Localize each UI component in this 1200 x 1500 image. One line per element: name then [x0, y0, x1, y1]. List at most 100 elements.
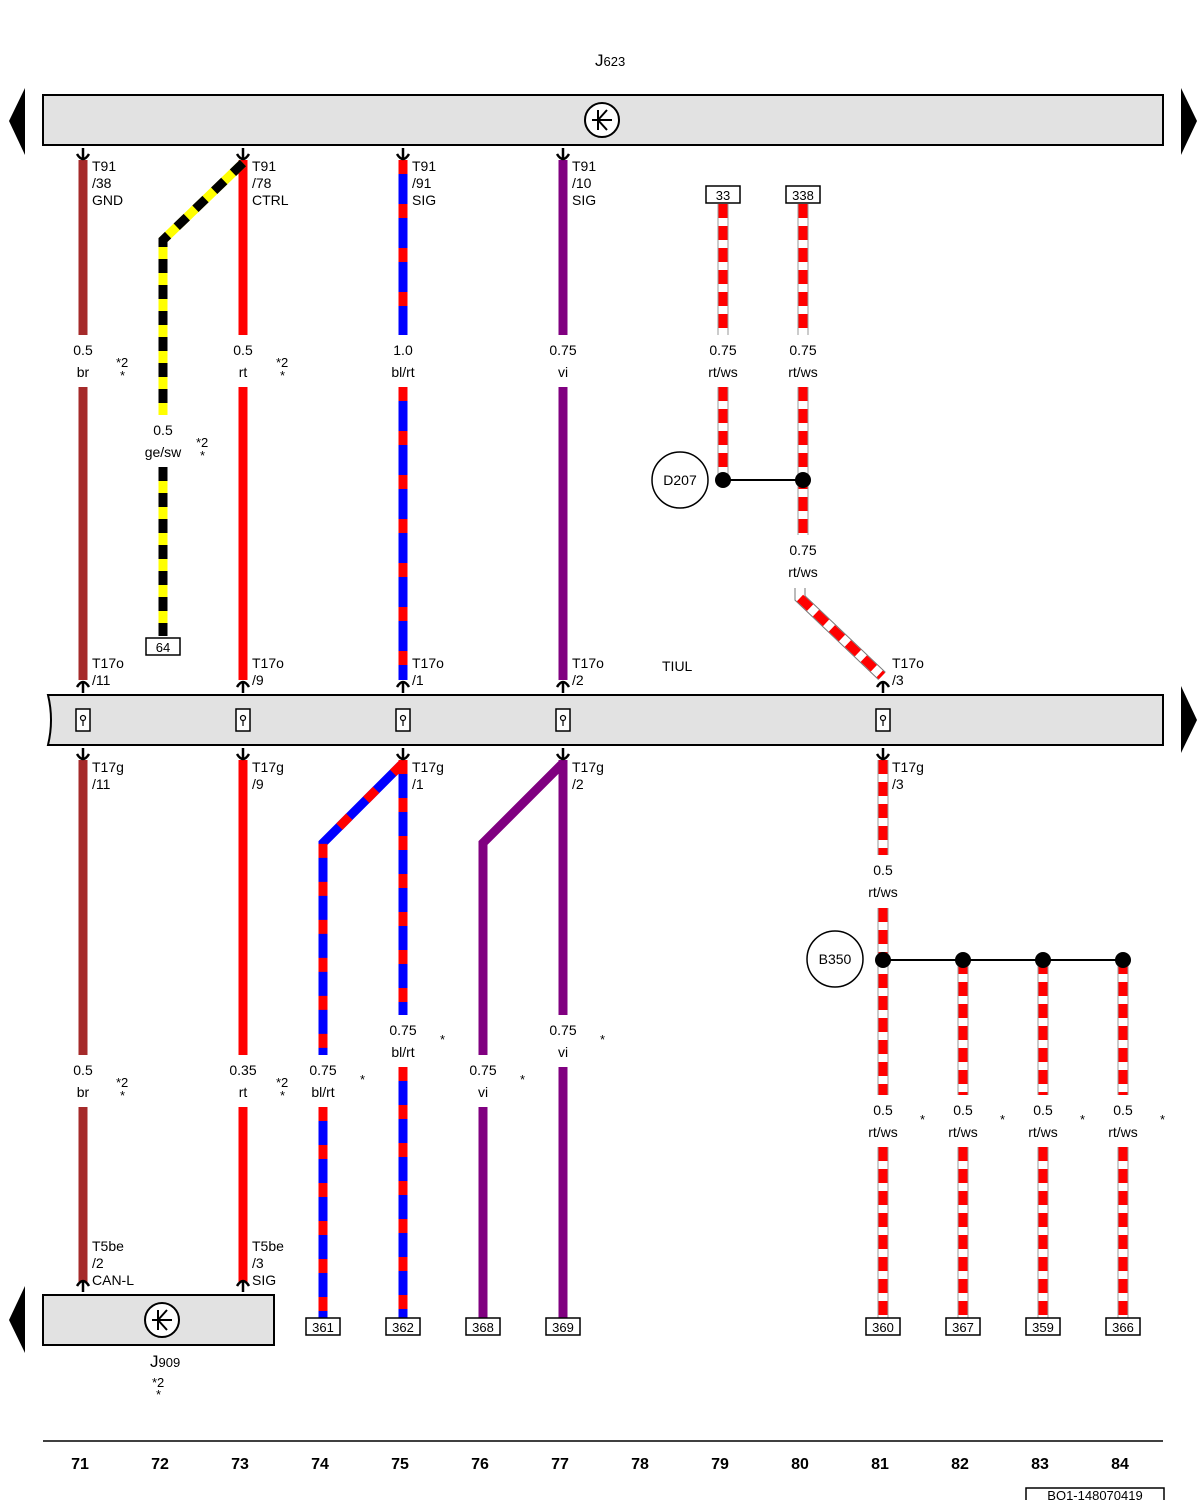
wire-note-star: *	[200, 448, 205, 463]
wire-color: rt/ws	[868, 884, 898, 900]
pin-t17g-1-l2: /1	[412, 776, 424, 792]
wire-color: rt/ws	[788, 564, 818, 580]
ref-box[interactable]: 33	[705, 185, 741, 204]
wire-color: bl/rt	[391, 364, 414, 380]
pin-t5be-2-l1: T5be	[92, 1238, 124, 1254]
tiul-label: TIUL	[662, 658, 693, 674]
ref-box[interactable]: 359	[1025, 1317, 1061, 1336]
wire-note: *2	[196, 435, 208, 450]
wire-color: rt/ws	[1028, 1124, 1058, 1140]
wire-note-star: *	[520, 1072, 525, 1087]
wire-size: 0.5	[1033, 1102, 1053, 1118]
pin-t91-38-l1: T91	[92, 158, 116, 174]
ref-box[interactable]: 361	[305, 1317, 341, 1336]
component-j909[interactable]: J909 *2 *	[9, 1286, 275, 1402]
tiul-connector-icons	[75, 708, 891, 732]
pin-t91-78-l1: T91	[252, 158, 276, 174]
pin-t17g-3-l1: T17g	[892, 759, 924, 775]
pin-t17o-3-l1: T17o	[892, 655, 924, 671]
wire-note-star: *	[1080, 1112, 1085, 1127]
junction-dot	[875, 952, 891, 968]
wire-size: 0.5	[953, 1102, 973, 1118]
pin-t5be-3-l1: T5be	[252, 1238, 284, 1254]
drawing-id: BQ1-148070419	[1047, 1488, 1142, 1500]
wire-note: *2	[116, 1075, 128, 1090]
component-j623[interactable]: J623	[9, 51, 1197, 155]
wire-size: 1.0	[393, 342, 413, 358]
wire-note-star: *	[440, 1032, 445, 1047]
ref-box[interactable]: 368	[465, 1317, 501, 1336]
component-tiul[interactable]: TIUL	[46, 658, 1197, 753]
wire-note: *2	[276, 1075, 288, 1090]
pin-t91-78-l2: /78	[252, 175, 272, 191]
pin-t5be-2-l3: CAN-L	[92, 1272, 134, 1288]
pin-t17o-2-l2: /2	[572, 672, 584, 688]
ref-box[interactable]: 360	[865, 1317, 901, 1336]
column-number: 83	[1031, 1456, 1049, 1473]
column-number: 79	[711, 1456, 729, 1473]
wire-note-star: *	[600, 1032, 605, 1047]
wire-note-star: *	[920, 1112, 925, 1127]
ref-box[interactable]: 366	[1105, 1317, 1141, 1336]
reference-boxes: 33 338 64 361 362 368 369 360 367 359 36…	[145, 185, 1141, 1336]
column-number: 72	[151, 1456, 169, 1473]
j909-note-star: *	[156, 1387, 161, 1402]
wire-note: *2	[116, 355, 128, 370]
ref-box[interactable]: 338	[785, 185, 821, 204]
pin-t17g-2-l1: T17g	[572, 759, 604, 775]
ref-box-label: 338	[792, 188, 814, 203]
wire-color: rt/ws	[948, 1124, 978, 1140]
junction-dot	[1115, 952, 1131, 968]
ground-symbol-icon	[144, 1302, 180, 1338]
wire-size: 0.35	[229, 1062, 256, 1078]
junction-dot	[955, 952, 971, 968]
ref-box[interactable]: 64	[145, 637, 181, 656]
column-number: 76	[471, 1456, 489, 1473]
ref-box[interactable]: 369	[545, 1317, 581, 1336]
splice-b350[interactable]: B350	[806, 930, 864, 988]
pin-t17g-9-l1: T17g	[252, 759, 284, 775]
pin-t17o-3-l2: /3	[892, 672, 904, 688]
wire-color: br	[77, 1084, 90, 1100]
junctions	[715, 472, 1131, 968]
pin-t5be-3-l3: SIG	[252, 1272, 276, 1288]
wire-note-star: *	[280, 368, 285, 383]
ground-symbol-icon	[584, 102, 620, 138]
wire-size: 0.75	[709, 342, 736, 358]
splice-label: B350	[819, 951, 852, 967]
wire-color: bl/rt	[391, 1044, 414, 1060]
j909-label: J909	[150, 1352, 180, 1371]
wire-size: 0.75	[789, 542, 816, 558]
junction-dot	[715, 472, 731, 488]
pin-labels: T91 /38 GND T91 /78 CTRL T91 /91 SIG T91…	[92, 158, 924, 1288]
wire-color: vi	[558, 1044, 568, 1060]
ref-box[interactable]: 362	[385, 1317, 421, 1336]
ref-box-label: 367	[952, 1320, 974, 1335]
continues-right-arrow-icon	[1181, 88, 1197, 155]
ref-box-label: 368	[472, 1320, 494, 1335]
wire-size: 0.5	[153, 422, 173, 438]
pin-t91-38-l2: /38	[92, 175, 112, 191]
ref-box-label: 362	[392, 1320, 414, 1335]
wire-size: 0.75	[549, 1022, 576, 1038]
j909-note: *2	[152, 1375, 164, 1390]
pin-t17g-3-l2: /3	[892, 776, 904, 792]
wire-note-star: *	[1160, 1112, 1165, 1127]
wire-note: *2	[276, 355, 288, 370]
column-number: 74	[311, 1456, 329, 1473]
continues-left-arrow-icon	[9, 1286, 25, 1353]
wire-size: 0.5	[873, 862, 893, 878]
pin-t5be-3-l2: /3	[252, 1255, 264, 1271]
column-number: 75	[391, 1456, 409, 1473]
wire-color: rt/ws	[788, 364, 818, 380]
ref-box-label: 64	[156, 640, 170, 655]
pin-t91-10-l3: SIG	[572, 192, 596, 208]
splice-d207[interactable]: D207	[651, 451, 709, 509]
ref-box-label: 359	[1032, 1320, 1054, 1335]
column-number: 73	[231, 1456, 249, 1473]
ref-box-label: 369	[552, 1320, 574, 1335]
column-number: 84	[1111, 1456, 1129, 1473]
pin-symbols	[75, 148, 891, 1292]
pin-t17g-11-l2: /11	[92, 776, 111, 792]
ref-box[interactable]: 367	[945, 1317, 981, 1336]
